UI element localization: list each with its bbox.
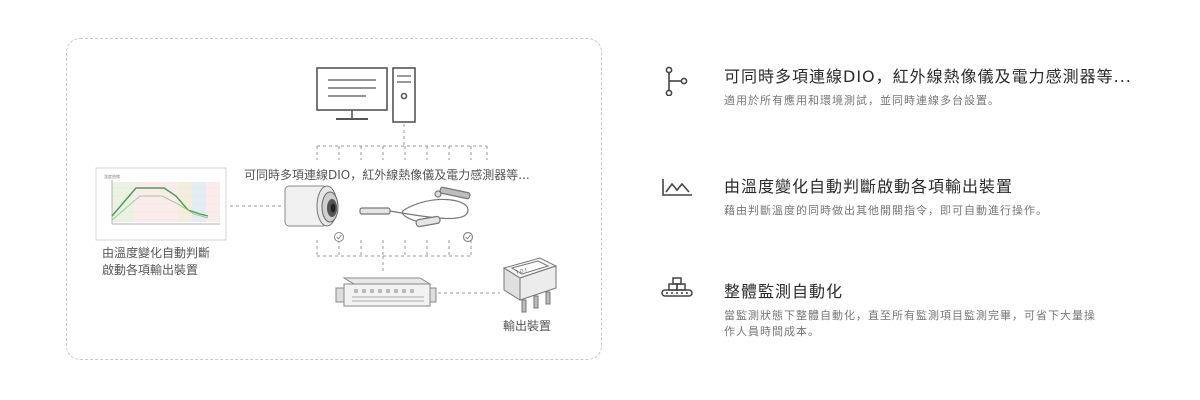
chart-title: 溫度曲線 xyxy=(104,173,120,179)
connection-label: 可同時多項連線DIO，紅外線熱像儀及電力感測器等... xyxy=(244,168,530,182)
thermal-camera-icon xyxy=(284,185,344,242)
switch-label: I O I xyxy=(516,268,527,276)
computer-icon xyxy=(316,67,416,123)
conveyor-icon xyxy=(661,277,693,297)
dashed-connectors xyxy=(230,124,500,294)
temperature-chart-thumbnail: 溫度曲線 xyxy=(95,167,227,241)
feature-description: 適用於所有應用和環境測試，並同時連線多台設置。 xyxy=(724,94,1000,107)
feature-title: 由溫度變化自動判斷啟動各項輸出裝置 xyxy=(724,177,1014,196)
chart-curve-secondary xyxy=(111,195,209,221)
feature-multi-connection: 可同時多項連線DIO，紅外線熱像儀及電力感測器等... 適用於所有應用和環境測試… xyxy=(660,66,1180,116)
dio-module-icon xyxy=(335,277,437,307)
output-label: 輸出裝置 xyxy=(503,319,552,333)
diagram-frame xyxy=(66,38,602,360)
feature-description: 藉由判斷溫度的同時做出其他開關指令，即可自動進行操作。 xyxy=(724,204,1048,217)
feature-title: 整體監測自動化 xyxy=(724,282,844,301)
feature-automation: 整體監測自動化 當監測狀態下整體自動化，直至所有監測項目監測完畢，可省下大量操作… xyxy=(660,277,1180,341)
trigger-label-line2: 啟動各項輸出裝置 xyxy=(102,263,199,277)
feature-description: 當監測狀態下整體自動化，直至所有監測項目監測完畢，可省下大量操作人員時間成本。 xyxy=(724,309,1096,338)
feature-temperature-trigger: 由溫度變化自動判斷啟動各項輸出裝置 藉由判斷溫度的同時做出其他開關指令，即可自動… xyxy=(660,176,1180,226)
feature-title: 可同時多項連線DIO，紅外線熱像儀及電力感測器等... xyxy=(724,67,1132,86)
line-chart-icon xyxy=(662,179,692,196)
temperature-probe-icon xyxy=(359,186,474,243)
network-nodes-icon xyxy=(665,66,688,96)
trigger-label-line1: 由溫度變化自動判斷 xyxy=(102,246,211,260)
chart-curve-main xyxy=(111,187,209,217)
rocker-switch-icon: I O I xyxy=(502,257,558,313)
